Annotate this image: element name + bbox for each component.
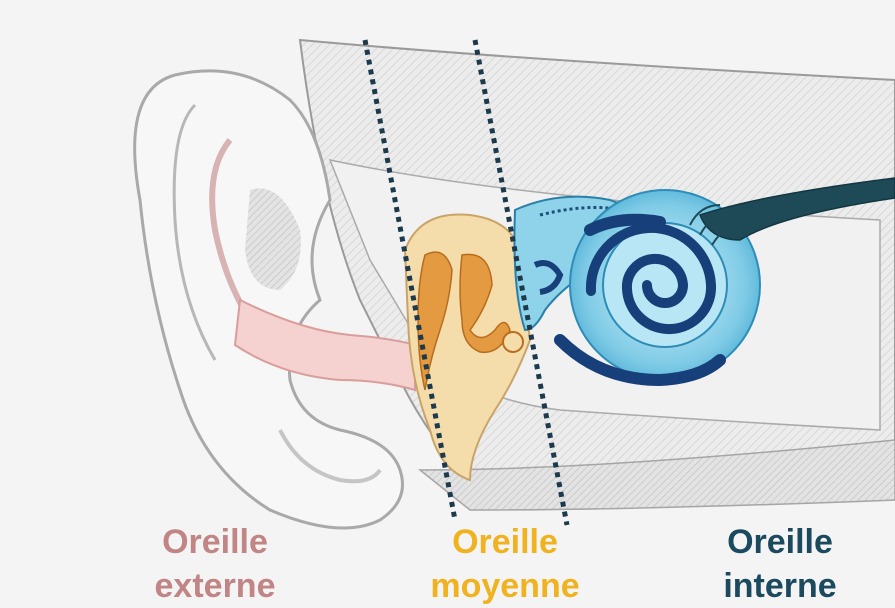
label-inner-ear: Oreille interne [690, 520, 870, 608]
ossicle-stapes [503, 332, 523, 352]
label-middle-ear: Oreille moyenne [400, 520, 610, 608]
label-outer-ear-line1: Oreille [120, 520, 310, 564]
label-inner-ear-line1: Oreille [690, 520, 870, 564]
label-middle-ear-line1: Oreille [400, 520, 610, 564]
label-middle-ear-line2: moyenne [400, 564, 610, 608]
label-outer-ear-line2: externe [120, 564, 310, 608]
label-inner-ear-line2: interne [690, 564, 870, 608]
label-outer-ear: Oreille externe [120, 520, 310, 608]
